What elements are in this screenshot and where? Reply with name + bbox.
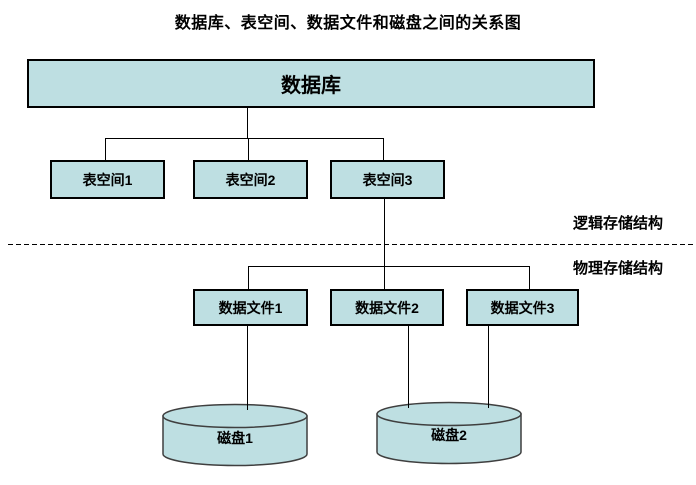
datafile-box-2: 数据文件2 [330, 289, 444, 326]
disk-cylinder-1-shape [162, 403, 308, 467]
datafile-box-3: 数据文件3 [466, 289, 579, 326]
connector-tablespaces-bus [105, 138, 384, 139]
disk-cylinder-2-shape [376, 401, 522, 465]
connector-datafile3-disk2 [488, 325, 489, 408]
connector-drop-tablespace-2 [248, 138, 249, 161]
disk-cylinder-2 [376, 401, 522, 465]
datafile-label-3: 数据文件3 [490, 299, 555, 316]
connector-datafile2-disk2 [408, 325, 409, 408]
diagram-title: 数据库、表空间、数据文件和磁盘之间的关系图 [174, 15, 522, 32]
separator-dashed-line [8, 244, 694, 245]
connector-drop-datafile-3 [529, 266, 530, 290]
tablespace-label-3: 表空间3 [362, 171, 413, 188]
datafile-label-1: 数据文件1 [218, 299, 283, 316]
section-label-logical: 逻辑存储结构 [573, 215, 664, 232]
tablespace-label-1: 表空间1 [82, 171, 133, 188]
tablespace-box-3: 表空间3 [330, 160, 445, 199]
database-box: 数据库 [27, 59, 595, 108]
datafile-label-2: 数据文件2 [355, 299, 419, 316]
disk-label-2: 磁盘2 [431, 427, 467, 443]
connector-drop-tablespace-3 [383, 138, 384, 161]
database-label: 数据库 [281, 75, 341, 97]
disk-label-1: 磁盘1 [217, 430, 253, 446]
connector-datafiles-bus [248, 266, 530, 267]
connector-database-trunk [247, 107, 248, 138]
connector-datafile1-disk1 [247, 325, 248, 410]
connector-tablespace3-trunk [384, 197, 385, 289]
connector-drop-datafile-1 [248, 266, 249, 290]
tablespace-box-1: 表空间1 [50, 160, 165, 199]
tablespace-box-2: 表空间2 [193, 160, 308, 199]
section-label-physical: 物理存储结构 [573, 260, 664, 277]
datafile-box-1: 数据文件1 [193, 289, 308, 326]
tablespace-label-2: 表空间2 [225, 171, 276, 188]
disk-cylinder-1 [162, 403, 308, 467]
connector-drop-tablespace-1 [105, 138, 106, 161]
